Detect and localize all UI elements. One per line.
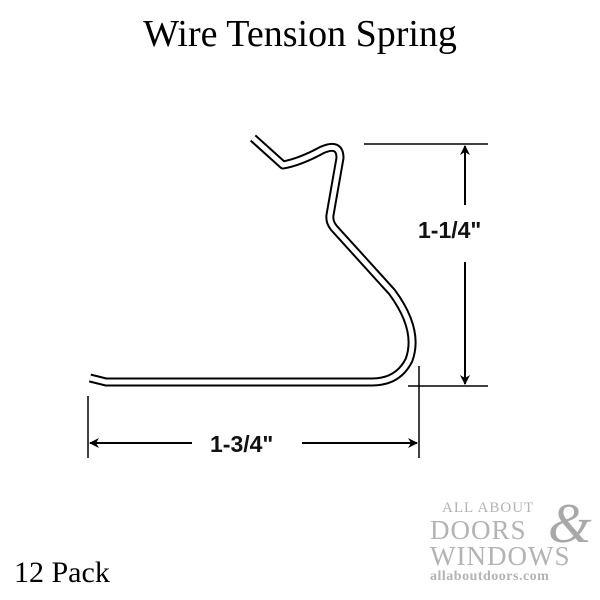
brand-logo: ALL ABOUT DOORS WINDOWS allaboutdoors.co…: [430, 493, 595, 585]
width-label: 1-3/4": [210, 431, 273, 457]
logo-ampersand: &: [548, 493, 592, 555]
height-label: 1-1/4": [418, 217, 481, 243]
product-title: Wire Tension Spring: [143, 13, 457, 55]
pack-quantity: 12 Pack: [14, 556, 110, 589]
logo-url: allaboutdoors.com: [430, 569, 550, 584]
logo-line-2: DOORS: [430, 515, 527, 545]
height-dimension: [364, 143, 488, 387]
wire-spring: [88, 134, 417, 387]
width-dimension: [87, 366, 420, 458]
logo-line-1: ALL ABOUT: [442, 500, 535, 516]
logo-line-3: WINDOWS: [430, 541, 571, 571]
